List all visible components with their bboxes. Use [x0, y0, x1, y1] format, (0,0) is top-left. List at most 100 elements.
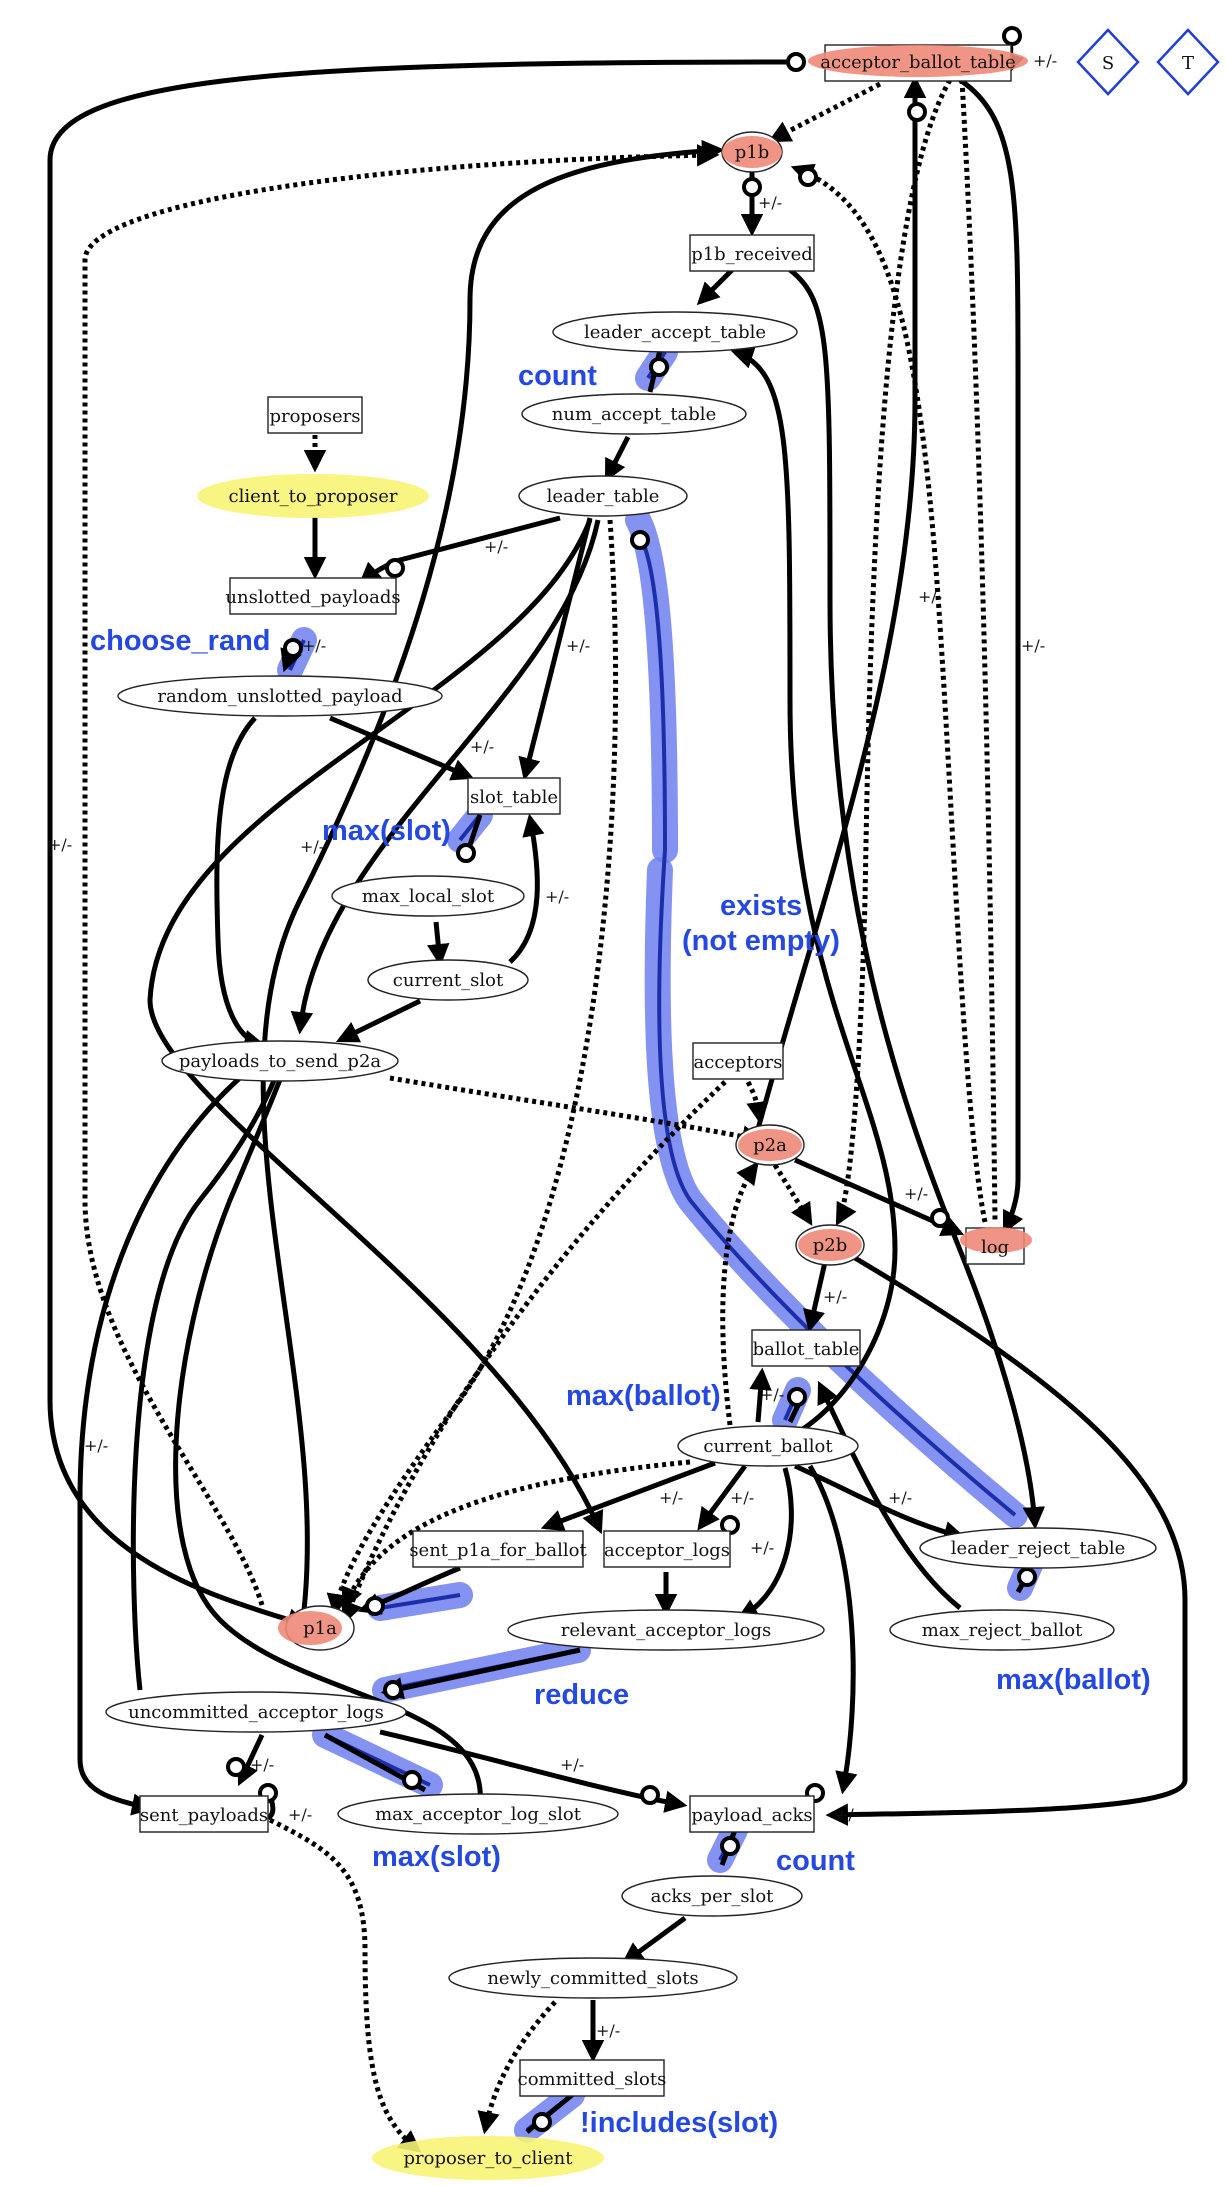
- node-p1a[interactable]: p1a: [278, 1605, 355, 1651]
- annotation-not-empty: (not empty): [682, 925, 840, 957]
- edge-current-ballot-to-leader-accept: [730, 346, 898, 1448]
- svg-text:client_to_proposer: client_to_proposer: [229, 486, 398, 507]
- node-acceptor-ballot-table[interactable]: acceptor_ballot_table: [808, 44, 1028, 82]
- node-sent-p1a-for-ballot[interactable]: sent_p1a_for_ballot: [409, 1530, 587, 1568]
- svg-text:acks_per_slot: acks_per_slot: [651, 1886, 775, 1907]
- node-newly-committed-slots[interactable]: newly_committed_slots: [448, 1957, 738, 1999]
- edge-label: +/-: [302, 636, 326, 655]
- node-max-local-slot[interactable]: max_local_slot: [331, 875, 525, 917]
- edge-labels: +/- +/- +/- +/- +/- +/- +/- +/- +/- +/- …: [48, 51, 1057, 2040]
- node-p1b-received[interactable]: p1b_received: [689, 234, 815, 272]
- edge-label: +/-: [484, 537, 508, 556]
- node-leader-reject-table[interactable]: leader_reject_table: [919, 1527, 1157, 1569]
- annotation-reduce: reduce: [534, 1679, 629, 1711]
- node-max-acceptor-log-slot[interactable]: max_acceptor_log_slot: [337, 1793, 619, 1835]
- node-current-ballot[interactable]: current_ballot: [677, 1425, 859, 1467]
- edge-label: +/-: [760, 1385, 784, 1404]
- node-payloads-to-send-p2a[interactable]: payloads_to_send_p2a: [161, 1040, 399, 1082]
- edge-abt-to-p1a: [47, 59, 806, 1630]
- svg-text:uncommitted_acceptor_logs: uncommitted_acceptor_logs: [128, 1702, 384, 1723]
- node-p1b[interactable]: p1b: [721, 131, 783, 173]
- edge-label: +/-: [823, 1287, 847, 1306]
- node-log[interactable]: log: [960, 1227, 1032, 1265]
- node-diamond-t[interactable]: T: [1156, 28, 1220, 96]
- svg-text:payload_acks: payload_acks: [691, 1805, 812, 1826]
- node-diamond-s[interactable]: S: [1076, 28, 1140, 96]
- node-uncommitted-acceptor-logs[interactable]: uncommitted_acceptor_logs: [105, 1691, 407, 1733]
- edge-acceptors-to-p1a: [341, 1080, 727, 1625]
- edge-leader-table-to-slot-table: [518, 517, 593, 781]
- edge-label: +/-: [888, 1488, 912, 1507]
- node-client-to-proposer[interactable]: client_to_proposer: [197, 474, 429, 518]
- edge-p1b-received-to-leader-reject: [788, 268, 1046, 1530]
- edge-max-reject-to-ballot: [817, 1380, 962, 1610]
- svg-text:leader_table: leader_table: [547, 486, 660, 507]
- svg-text:random_unslotted_payload: random_unslotted_payload: [157, 686, 402, 707]
- edge-current-to-acceptor-logs: [697, 1464, 748, 1531]
- node-num-accept-table[interactable]: num_accept_table: [521, 393, 747, 435]
- edge-leader-table-to-p1b: [260, 139, 725, 1641]
- edge-max-local-to-current-slot: [427, 921, 450, 967]
- svg-text:p2a: p2a: [753, 1135, 787, 1156]
- annotation-count-bottom: count: [776, 1845, 855, 1877]
- svg-text:max_reject_ballot: max_reject_ballot: [922, 1620, 1083, 1641]
- node-leader-table[interactable]: leader_table: [518, 475, 688, 517]
- svg-text:p1b_received: p1b_received: [691, 244, 813, 265]
- svg-text:max_local_slot: max_local_slot: [362, 886, 495, 907]
- edge-current-to-sent-p1a: [540, 1460, 716, 1532]
- edge-label: +/-: [750, 1538, 774, 1557]
- edge-current-to-relevant: [736, 1467, 794, 1621]
- node-relevant-acceptor-logs[interactable]: relevant_acceptor_logs: [507, 1609, 825, 1651]
- edge-label: +/-: [1033, 51, 1057, 70]
- edge-label: +/-: [250, 1755, 274, 1774]
- annotation-choose-rand: choose_rand: [90, 625, 271, 657]
- svg-text:current_ballot: current_ballot: [703, 1436, 833, 1457]
- edges: [47, 39, 1188, 2153]
- edge-circles: [226, 26, 1037, 2132]
- node-sent-payloads[interactable]: sent_payloads: [139, 1795, 269, 1833]
- svg-text:max_acceptor_log_slot: max_acceptor_log_slot: [375, 1804, 582, 1825]
- node-unslotted-payloads[interactable]: unslotted_payloads: [225, 577, 401, 615]
- annotation-includes-slot: !includes(slot): [580, 2107, 778, 2139]
- edge-label: +/-: [659, 1488, 683, 1507]
- svg-text:payloads_to_send_p2a: payloads_to_send_p2a: [179, 1051, 382, 1072]
- edge-label: +/-: [835, 1805, 859, 1824]
- svg-text:newly_committed_slots: newly_committed_slots: [487, 1968, 698, 1989]
- edge-num-accept-to-leader-table: [604, 435, 631, 483]
- edge-leader-table-to-p1a: [326, 519, 619, 1617]
- edge-label: +/-: [758, 193, 782, 212]
- nodes: acceptor_ballot_table S T p1b p1b_receiv…: [105, 28, 1220, 2180]
- node-ballot-table[interactable]: ballot_table: [751, 1329, 861, 1367]
- edge-current-to-payload-acks: [807, 1464, 858, 1795]
- node-slot-table[interactable]: slot_table: [467, 777, 561, 815]
- node-current-slot[interactable]: current_slot: [367, 959, 529, 1001]
- svg-text:S: S: [1102, 53, 1114, 74]
- node-random-unslotted-payload[interactable]: random_unslotted_payload: [117, 675, 443, 717]
- edge-abt-to-p2b: [835, 78, 953, 1226]
- svg-text:acceptors: acceptors: [694, 1052, 783, 1073]
- edge-label: +/-: [918, 587, 942, 606]
- svg-text:num_accept_table: num_accept_table: [552, 404, 716, 425]
- svg-text:sent_p1a_for_ballot: sent_p1a_for_ballot: [409, 1540, 587, 1561]
- node-p2b[interactable]: p2b: [795, 1224, 865, 1266]
- edge-random-to-payloads: [214, 716, 267, 1052]
- svg-text:proposer_to_client: proposer_to_client: [404, 2148, 574, 2169]
- node-payload-acks[interactable]: payload_acks: [689, 1795, 815, 1833]
- annotation-max-ballot-left: max(ballot): [566, 1380, 721, 1412]
- edge-uncommitted-to-sent: [237, 1733, 265, 1787]
- node-leader-accept-table[interactable]: leader_accept_table: [552, 311, 798, 353]
- edge-acks-to-newly: [621, 1915, 687, 1965]
- node-acceptors[interactable]: acceptors: [692, 1042, 784, 1080]
- edge-p2b-to-ballot: [803, 1261, 828, 1333]
- annotation-count-top: count: [518, 360, 597, 392]
- node-committed-slots[interactable]: committed_slots: [518, 2059, 667, 2097]
- node-max-reject-ballot[interactable]: max_reject_ballot: [889, 1609, 1115, 1651]
- node-p2a[interactable]: p2a: [735, 1124, 805, 1166]
- edge-p1a-to-p1b: [82, 144, 720, 1606]
- node-acceptor-logs[interactable]: acceptor_logs: [603, 1530, 731, 1568]
- edge-p1b-received-to-leader-accept: [696, 268, 734, 306]
- node-proposer-to-client[interactable]: proposer_to_client: [372, 2136, 604, 2180]
- node-proposers[interactable]: proposers: [267, 396, 363, 434]
- node-acks-per-slot[interactable]: acks_per_slot: [621, 1875, 803, 1917]
